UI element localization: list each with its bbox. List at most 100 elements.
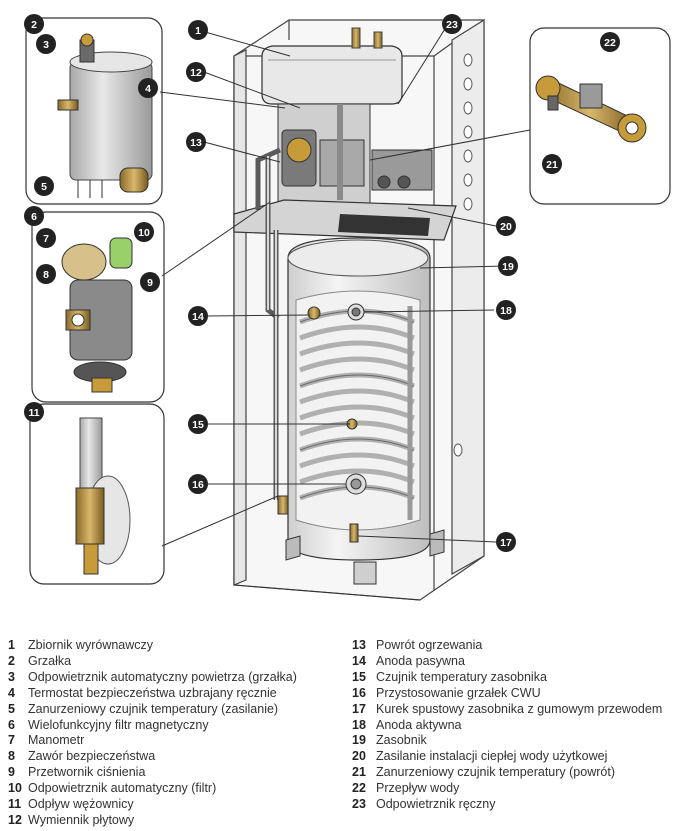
legend-label: Powrót ogrzewania [376,638,483,652]
legend-number: 20 [352,749,366,764]
svg-text:7: 7 [43,233,49,245]
legend-label: Odpowietrznik automatyczny powietrza (gr… [28,669,297,684]
expansion-tank [261,27,403,105]
legend-label: Przetwornik ciśnienia [28,765,146,780]
callout-11: 11 [24,402,44,422]
legend-label: Anoda aktywna [376,717,462,732]
legend-number: 14 [352,653,366,668]
legend-number: 3 [8,669,15,684]
callout-17: 17 [496,532,516,552]
callout-2: 2 [24,14,44,34]
callout-5: 5 [34,176,54,196]
legend-number: 8 [8,749,15,764]
callout-10: 10 [134,222,154,242]
legend-item: 3 Odpowietrznik automatyczny powietrza (g… [8,670,297,686]
svg-text:10: 10 [138,227,150,239]
inset-flow-sensor [529,27,671,205]
legend-number: 21 [352,765,366,780]
legend-number: 13 [352,638,366,652]
legend-number: 9 [8,765,15,780]
leader-lines [159,23,531,547]
hydraulic-block [277,103,433,205]
storage-tank [287,237,431,561]
legend-label: Czujnik temperatury zasobnika [376,669,547,684]
callout-4: 4 [138,78,158,98]
callout-15: 15 [188,414,208,434]
svg-text:12: 12 [190,67,202,79]
callout-9: 9 [140,272,160,292]
callout-21: 21 [542,154,562,174]
legend-item: 6 Wielofunkcyjny filtr magnetyczny [8,718,297,734]
legend-number: 22 [352,781,366,796]
svg-text:13: 13 [190,137,202,149]
callout-22: 22 [600,32,620,52]
callout-7: 7 [36,228,56,248]
legend-label: Odpowietrznik ręczny [376,797,496,812]
callout-markers: 1 2 3 4 5 6 7 8 9 10 11 12 13 14 15 16 1… [24,14,620,552]
svg-text:1: 1 [195,25,201,37]
legend-label: Zanurzeniowy czujnik temperatury (powrót… [376,765,615,780]
callout-12: 12 [186,62,206,82]
callout-23: 23 [442,14,462,34]
legend-number: 11 [8,797,22,812]
legend-number: 1 [8,638,15,652]
heat-exchanger-coil [299,308,415,501]
svg-text:6: 6 [31,211,37,223]
legend-number: 19 [352,733,366,748]
legend-number: 5 [8,701,15,716]
legend-label: Termostat bezpieczeństwa uzbrajany ręczn… [28,685,277,700]
legend-number: 4 [8,685,15,700]
tank-fittings [277,303,367,543]
legend-label: Wymiennik płytowy [28,812,135,827]
shelf-plate [233,199,457,241]
svg-text:3: 3 [43,39,49,51]
svg-text:22: 22 [604,37,616,49]
legend-label: Zawór bezpieczeństwa [28,749,156,764]
svg-text:4: 4 [145,83,151,95]
legend-number: 10 [8,781,22,796]
legend-label: Wielofunkcyjny filtr magnetyczny [28,717,209,732]
callout-3: 3 [36,34,56,54]
legend-label: Przepływ wody [376,781,460,796]
svg-text:16: 16 [192,479,204,491]
callout-8: 8 [36,264,56,284]
callout-16: 16 [188,474,208,494]
svg-text:21: 21 [546,159,558,171]
legend-label: Zanurzeniowy czujnik temperatury (zasila… [28,701,279,716]
svg-text:2: 2 [31,19,37,31]
legend-number: 6 [8,717,15,732]
legend-number: 16 [352,685,366,700]
svg-text:18: 18 [500,305,512,317]
legend-label: Anoda pasywna [376,653,465,668]
callout-13: 13 [186,132,206,152]
legend-item: 12 Wymiennik płytowy [8,813,297,829]
legend-label: Zasilanie instalacji ciepłej wody użytko… [376,749,608,764]
svg-text:14: 14 [192,311,204,323]
legend-item: 8 Zawór bezpieczeństwa [8,749,297,765]
legend-number: 12 [8,812,22,827]
legend-item: 13 Powrót ogrzewania [352,638,662,654]
legend-label: Manometr [28,733,85,748]
legend-item: 20 Zasilanie instalacji ciepłej wody użyt… [352,749,662,765]
legend-label: Przystosowanie grzałek CWU [376,685,541,700]
legend-label: Zbiornik wyrównawczy [28,638,154,652]
legend-label: Odpływ wężownicy [28,797,134,812]
callout-20: 20 [496,216,516,236]
callout-18: 18 [496,300,516,320]
svg-text:15: 15 [192,419,204,431]
legend-item: 5 Zanurzeniowy czujnik temperatury (zasil… [8,702,297,718]
legend-item: 14 Anoda pasywna [352,654,662,670]
callout-19: 19 [498,256,518,276]
legend-item: 22 Przepływ wody [352,781,662,797]
callout-14: 14 [188,306,208,326]
heat-pump-unit-diagram: 1 2 3 4 5 6 7 8 9 10 11 12 13 14 15 16 1… [24,14,671,601]
svg-text:5: 5 [41,181,47,193]
legend-item: 9 Przetwornik ciśnienia [8,765,297,781]
